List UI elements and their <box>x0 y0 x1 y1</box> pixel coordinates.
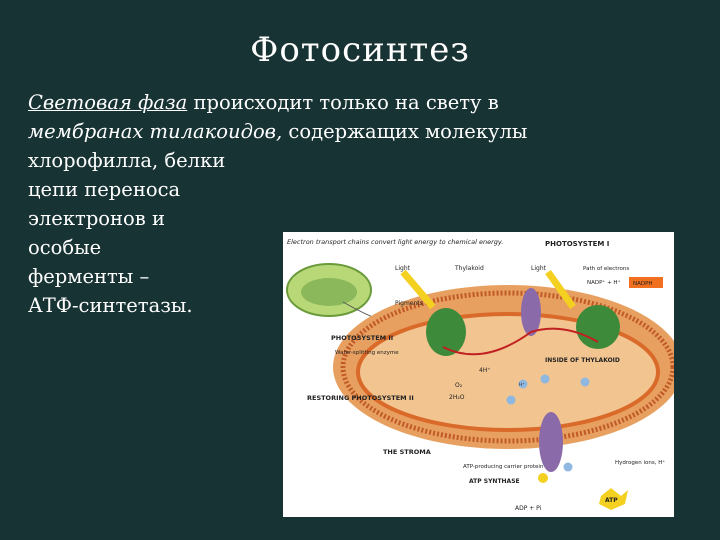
photosystem-ii-protein <box>426 308 466 356</box>
figure-caption: Electron transport chains convert light … <box>287 238 503 246</box>
body-line-7: ферменты – <box>28 265 150 288</box>
slide-title: Фотосинтез <box>250 30 470 70</box>
atp-synthase-head <box>538 473 548 483</box>
label-4h: 4H⁺ <box>479 367 491 374</box>
chloroplast-grana <box>301 278 357 306</box>
label-restoring-ps2: RESTORING PHOTOSYSTEM II <box>307 394 414 402</box>
thylakoid-membrane-texture <box>340 290 674 444</box>
cytochrome-protein <box>521 288 541 336</box>
label-o2: O₂ <box>455 382 463 389</box>
label-pigments: Pigments <box>395 300 423 307</box>
light-arrow-1 <box>400 269 436 310</box>
body-line-2-rest: содержащих молекулы <box>282 120 528 143</box>
slide-body-text: Световая фаза происходит только на свету… <box>28 88 708 320</box>
label-thylakoid: Thylakoid <box>454 265 484 272</box>
label-stroma: THE STROMA <box>383 448 431 456</box>
atp-burst <box>599 488 628 510</box>
hydrogen-ion-2 <box>540 374 550 384</box>
label-atp: ATP <box>605 497 618 504</box>
body-line-3: хлорофилла, белки <box>28 149 226 172</box>
photosystem-i-protein <box>576 305 620 349</box>
body-line-1: Световая фаза происходит только на свету… <box>28 88 708 117</box>
label-atp-carrier: ATP-producing carrier protein <box>463 464 544 470</box>
body-line-5: электронов и <box>28 207 165 230</box>
label-inside-thylakoid: INSIDE OF THYLAKOID <box>545 357 620 364</box>
label-h2o: 2H₂O <box>449 394 465 401</box>
label-photosystem-i: PHOTOSYSTEM I <box>545 240 609 248</box>
hydrogen-ion-1 <box>518 379 528 389</box>
thylakoid-diagram: Electron transport chains convert light … <box>283 232 674 517</box>
hydrogen-ion-3 <box>506 395 516 405</box>
body-line-6: особые <box>28 236 102 259</box>
label-hydrogen-ions: Hydrogen ions, H⁺ <box>615 459 665 466</box>
label-adp: ADP + Pi <box>515 505 542 512</box>
hydrogen-ion-4 <box>580 377 590 387</box>
label-photosystem-ii: PHOTOSYSTEM II <box>331 334 393 342</box>
label-light-1: Light <box>395 265 411 272</box>
electron-path-arrow <box>442 327 599 356</box>
label-nadp: NADP⁺ + H⁺ <box>587 279 621 286</box>
label-nadph: NADPH <box>633 281 653 287</box>
nadph-output-box <box>629 277 663 288</box>
label-light-2: Light <box>531 265 547 272</box>
body-line-4: цепи переноса <box>28 178 181 201</box>
thylakoid-diagram-svg: Electron transport chains convert light … <box>286 238 674 512</box>
light-arrow-2 <box>545 269 576 310</box>
label-path-electrons: Path of electrons <box>583 266 629 272</box>
atp-synthase-protein <box>539 412 563 472</box>
body-line-2: мембранах тилакоидов, содержащих молекул… <box>28 117 708 146</box>
label-atp-synthase: ATP SYNTHASE <box>469 478 520 485</box>
thylakoid-inner-membrane <box>356 312 660 432</box>
label-h-ion: H⁺ <box>519 382 525 388</box>
thylakoid-membranes-term: мембранах тилакоидов, <box>28 120 283 143</box>
body-line-8: АТФ-синтетазы. <box>28 294 193 317</box>
label-water-enzyme: Water-splitting enzyme <box>335 350 399 356</box>
light-phase-term: Световая фаза <box>28 91 188 114</box>
body-line-1-rest: происходит только на свету в <box>187 91 499 114</box>
hydrogen-ion-5 <box>563 462 573 472</box>
